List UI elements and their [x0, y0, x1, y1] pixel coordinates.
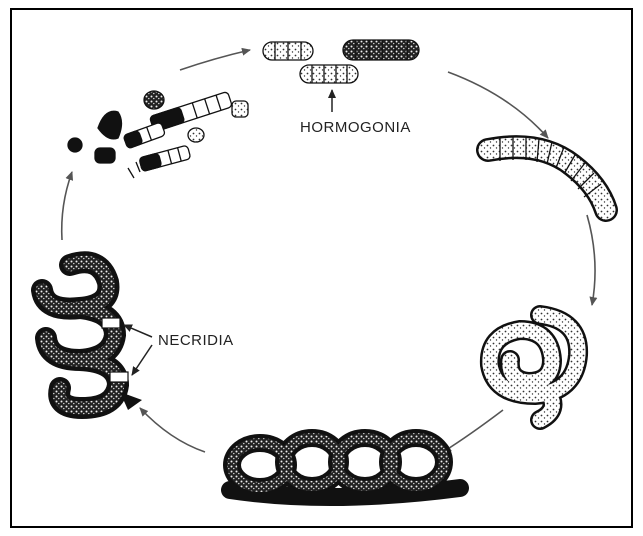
arrow-coil-to-mass	[443, 410, 503, 452]
arrow-necridia-filament-to-fragments	[62, 172, 72, 240]
hormogonia-cluster	[263, 40, 419, 83]
necridia-filament	[42, 262, 142, 410]
arrow-hormogonia-to-filament	[448, 72, 548, 138]
hormogonium-center	[300, 65, 358, 83]
hormogonium-right	[343, 40, 419, 60]
hormogonium-left	[263, 42, 313, 60]
arrow-filament-to-coil	[587, 215, 595, 305]
mature-filament-mass	[230, 438, 460, 497]
necridia-pointer-arrows	[124, 325, 152, 375]
arrow-fragments-to-hormogonia	[180, 50, 250, 70]
fragmenting-filaments	[68, 91, 248, 178]
coiling-filament	[490, 315, 578, 420]
hormogonia-label: HORMOGONIA	[300, 119, 411, 136]
necridia-label: NECRIDIA	[158, 332, 234, 349]
arrow-mass-to-necridia-filament	[140, 408, 205, 452]
